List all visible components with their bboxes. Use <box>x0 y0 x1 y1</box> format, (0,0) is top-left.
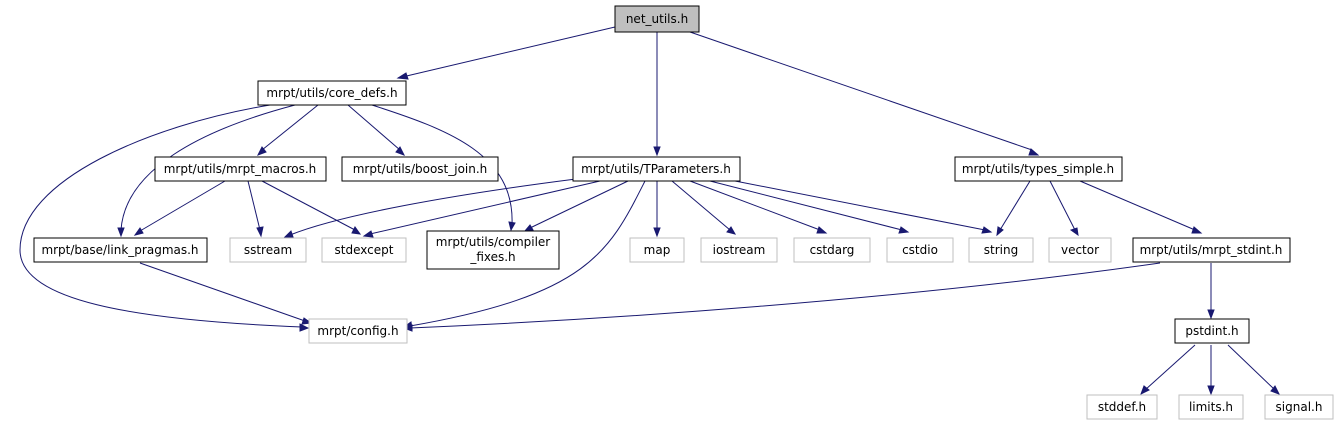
edge-pstdint-to-limits <box>1207 345 1215 396</box>
svg-text:sstream: sstream <box>244 243 292 257</box>
node-boost-join[interactable]: mrpt/utils/boost_join.h <box>341 156 499 182</box>
edge-mrpt-stdint-to-pstdint <box>1207 263 1215 320</box>
edge-net-utils-to-types-simple <box>689 31 1040 156</box>
edge-net-utils-to-core-defs <box>396 26 616 80</box>
node-mrpt-stdint[interactable]: mrpt/utils/mrpt_stdint.h <box>1132 237 1291 263</box>
edge-tparameters-to-map <box>653 181 661 238</box>
node-net-utils: net_utils.h <box>614 5 700 33</box>
node-link-pragmas[interactable]: mrpt/base/link_pragmas.h <box>33 237 208 263</box>
svg-text:map: map <box>644 243 671 257</box>
edge-net-utils-to-tparameters <box>653 32 661 157</box>
svg-text:mrpt/utils/boost_join.h: mrpt/utils/boost_join.h <box>353 162 488 176</box>
node-mrpt-macros[interactable]: mrpt/utils/mrpt_macros.h <box>154 156 327 182</box>
node-config: mrpt/config.h <box>308 318 408 344</box>
node-tparameters[interactable]: mrpt/utils/TParameters.h <box>572 156 741 182</box>
node-pstdint[interactable]: pstdint.h <box>1174 318 1250 344</box>
node-vector: vector <box>1048 237 1112 263</box>
edge-types-simple-to-string <box>996 180 1031 237</box>
svg-text:vector: vector <box>1061 243 1099 257</box>
edge-mrpt-macros-to-link-pragmas <box>133 180 226 236</box>
node-compiler-fixes[interactable]: mrpt/utils/compiler _fixes.h <box>426 230 560 270</box>
svg-text:cstdio: cstdio <box>902 243 938 257</box>
node-cstdarg: cstdarg <box>793 237 871 263</box>
node-iostream: iostream <box>700 237 778 263</box>
edge-types-simple-to-vector <box>1049 180 1079 237</box>
svg-text:string: string <box>984 243 1018 257</box>
svg-text:pstdint.h: pstdint.h <box>1185 324 1238 338</box>
svg-text:mrpt/config.h: mrpt/config.h <box>317 324 398 338</box>
node-sstream: sstream <box>229 237 307 263</box>
svg-text:mrpt/base/link_pragmas.h: mrpt/base/link_pragmas.h <box>41 243 198 257</box>
edge-mrpt-macros-to-stdexcept <box>261 180 362 235</box>
edge-mrpt-stdint-to-config <box>402 262 1161 332</box>
svg-text:iostream: iostream <box>713 243 766 257</box>
node-stdexcept: stdexcept <box>321 237 407 263</box>
node-cstdio: cstdio <box>886 237 954 263</box>
edge-types-simple-to-mrpt-stdint <box>1079 180 1203 234</box>
edge-tparameters-to-cstdarg <box>689 180 828 234</box>
node-types-simple[interactable]: mrpt/utils/types_simple.h <box>954 156 1123 182</box>
svg-text:signal.h: signal.h <box>1276 400 1323 414</box>
edge-pstdint-to-stddef <box>1140 344 1196 396</box>
svg-text:mrpt/utils/mrpt_stdint.h: mrpt/utils/mrpt_stdint.h <box>1140 243 1283 257</box>
edge-link-pragmas-to-config <box>139 262 313 325</box>
edge-core-defs-to-config <box>19 104 310 332</box>
svg-text:mrpt/utils/core_defs.h: mrpt/utils/core_defs.h <box>266 86 397 100</box>
edge-tparameters-to-stdexcept <box>362 180 601 238</box>
node-map: map <box>629 237 685 263</box>
svg-text:limits.h: limits.h <box>1189 400 1233 414</box>
node-string: string <box>968 237 1034 263</box>
edges <box>19 26 1281 396</box>
nodes: net_utils.h mrpt/utils/core_defs.h mrpt/… <box>33 5 1334 420</box>
node-signal: signal.h <box>1264 394 1334 420</box>
edge-core-defs-to-boost-join <box>347 104 406 156</box>
edge-tparameters-to-cstdio <box>709 180 910 234</box>
edge-mrpt-macros-to-sstream <box>247 180 264 238</box>
node-stddef: stddef.h <box>1086 394 1158 420</box>
edge-pstdint-to-signal <box>1227 344 1281 395</box>
svg-text:mrpt/utils/types_simple.h: mrpt/utils/types_simple.h <box>962 162 1114 176</box>
edge-tparameters-to-string <box>734 180 993 234</box>
edge-tparameters-to-compiler-fixes <box>523 180 629 232</box>
node-limits: limits.h <box>1178 394 1244 420</box>
svg-text:mrpt/utils/mrpt_macros.h: mrpt/utils/mrpt_macros.h <box>164 162 317 176</box>
svg-text:mrpt/utils/TParameters.h: mrpt/utils/TParameters.h <box>581 162 731 176</box>
svg-text:net_utils.h: net_utils.h <box>626 12 688 26</box>
edge-core-defs-to-mrpt-macros <box>256 104 319 156</box>
svg-text:stddef.h: stddef.h <box>1098 400 1146 414</box>
svg-text:cstdarg: cstdarg <box>810 243 855 257</box>
svg-text:_fixes.h: _fixes.h <box>469 250 515 264</box>
edge-tparameters-to-sstream <box>283 178 577 238</box>
svg-text:mrpt/utils/compiler: mrpt/utils/compiler <box>436 235 551 249</box>
svg-text:stdexcept: stdexcept <box>335 243 394 257</box>
edge-core-defs-to-link-pragmas <box>117 104 296 238</box>
node-core-defs[interactable]: mrpt/utils/core_defs.h <box>257 80 407 106</box>
edge-tparameters-to-iostream <box>671 180 737 235</box>
